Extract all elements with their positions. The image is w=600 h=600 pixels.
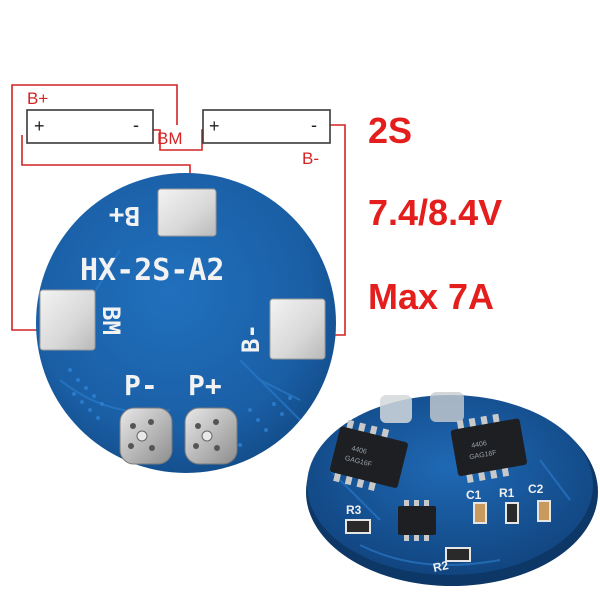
- wire-label-b-minus: B-: [302, 149, 319, 168]
- label-c2: C2: [528, 482, 544, 496]
- mosfet-2-marking: 4406: [471, 440, 488, 450]
- pcb-back: 4406 GAG16F 4406 GAG16F: [306, 392, 598, 586]
- cell-1: + -: [26, 109, 154, 144]
- protection-ic: [398, 500, 436, 541]
- cell-1-plus: +: [34, 116, 45, 136]
- spec-voltage: 7.4/8.4V: [368, 192, 503, 233]
- solder-tab-p-plus: [184, 407, 238, 465]
- silk-b-minus: B-: [237, 324, 265, 353]
- wire-label-bm: BM: [157, 129, 183, 148]
- solder-tab-p-minus: [119, 407, 173, 465]
- mosfet-chip-2: 4406 GAG16F: [450, 413, 527, 484]
- cell-2: + -: [202, 109, 331, 144]
- mosfet-chip-1: 4406 GAG16F: [329, 419, 408, 491]
- silk-p-plus: P+: [188, 369, 222, 402]
- silk-bm: BM: [97, 306, 125, 335]
- label-r2: R2: [432, 558, 450, 575]
- pad-b-plus: [157, 188, 217, 237]
- label-c1: C1: [466, 488, 482, 502]
- resistor-r3: [345, 519, 371, 534]
- cell-1-minus: -: [133, 115, 139, 135]
- resistor-r1: [505, 502, 519, 524]
- wire-label-b-plus: B+: [27, 89, 48, 108]
- cell-2-plus: +: [209, 116, 220, 136]
- label-r1: R1: [499, 486, 515, 500]
- pad-bm: [39, 289, 96, 351]
- capacitor-c1: [473, 502, 487, 524]
- pad-b-minus: [269, 298, 326, 360]
- mosfet-2-marking-2: GAG16F: [469, 450, 497, 462]
- capacitor-c2: [537, 500, 551, 522]
- pcb-front: B+ HX-2S-A2 BM B- P- P+: [36, 173, 336, 473]
- mosfet-1-marking: 4406: [351, 445, 368, 456]
- spec-current: Max 7A: [368, 276, 495, 317]
- cell-2-minus: -: [311, 115, 317, 135]
- spec-cells: 2S: [368, 110, 413, 151]
- silk-p-minus: P-: [124, 369, 158, 402]
- resistor-r2: [445, 547, 471, 562]
- silk-b-plus: B+: [109, 200, 140, 230]
- silk-model: HX-2S-A2: [80, 253, 225, 288]
- label-r3: R3: [346, 503, 362, 517]
